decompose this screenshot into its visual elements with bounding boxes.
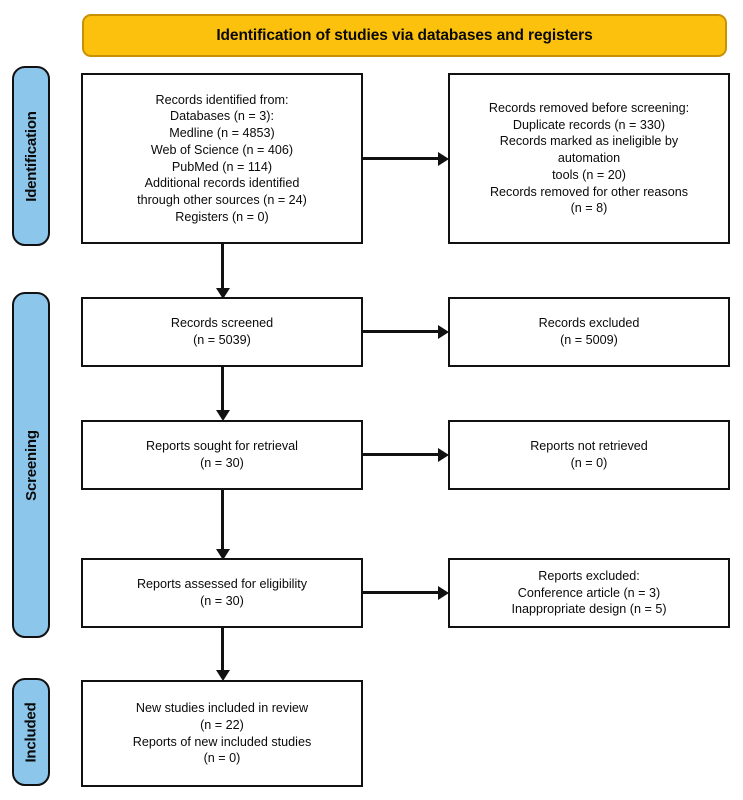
arrow-identified-to-removed [363, 157, 441, 160]
node-reports-assessed-text: Reports assessed for eligibility (n = 30… [136, 577, 308, 608]
arrow-screened-to-excluded [363, 330, 441, 333]
arrow-assessed-to-excluded [363, 591, 441, 594]
arrowhead-identified-to-screened [215, 288, 230, 299]
node-reports-not-retrieved-text: Reports not retrieved (n = 0) [530, 439, 648, 470]
arrowhead-sought-to-not-retrieved [438, 447, 449, 462]
node-records-removed-text: Records removed before screening: Duplic… [488, 100, 690, 216]
node-reports-excluded: Reports excluded: Conference article (n … [448, 558, 730, 628]
node-reports-sought: Reports sought for retrieval (n = 30) [81, 420, 363, 490]
diagram-banner: Identification of studies via databases … [82, 14, 727, 57]
node-new-studies-included: New studies included in review (n = 22) … [81, 680, 363, 787]
arrowhead-assessed-to-included [215, 670, 230, 681]
node-records-screened: Records screened (n = 5039) [81, 297, 363, 367]
arrowhead-assessed-to-excluded [438, 585, 449, 600]
node-records-excluded: Records excluded (n = 5009) [448, 297, 730, 367]
node-records-removed: Records removed before screening: Duplic… [448, 73, 730, 244]
stage-screening-label: Screening [22, 429, 40, 501]
node-reports-assessed: Reports assessed for eligibility (n = 30… [81, 558, 363, 628]
stage-identification-label: Identification [22, 110, 40, 202]
stage-identification: Identification [12, 66, 50, 246]
node-reports-sought-text: Reports sought for retrieval (n = 30) [146, 439, 298, 470]
arrow-sought-to-not-retrieved [363, 453, 441, 456]
arrow-identified-to-screened [221, 244, 224, 291]
node-records-excluded-text: Records excluded (n = 5009) [538, 316, 640, 347]
arrow-screened-to-sought [221, 367, 224, 413]
node-new-studies-included-text: New studies included in review (n = 22) … [132, 701, 312, 766]
diagram-title: Identification of studies via databases … [216, 26, 593, 44]
arrowhead-screened-to-sought [215, 410, 230, 421]
stage-included: Included [12, 678, 50, 786]
node-reports-excluded-text: Reports excluded: Conference article (n … [511, 568, 667, 617]
arrowhead-sought-to-assessed [215, 549, 230, 560]
stage-screening: Screening [12, 292, 50, 638]
arrowhead-screened-to-excluded [438, 324, 449, 339]
node-reports-not-retrieved: Reports not retrieved (n = 0) [448, 420, 730, 490]
node-records-screened-text: Records screened (n = 5039) [170, 316, 274, 347]
arrowhead-identified-to-removed [438, 151, 449, 166]
node-records-identified: Records identified from: Databases (n = … [81, 73, 363, 244]
stage-included-label: Included [22, 701, 40, 763]
arrow-assessed-to-included [221, 628, 224, 673]
node-records-identified-text: Records identified from: Databases (n = … [137, 92, 307, 224]
arrow-sought-to-assessed [221, 490, 224, 552]
